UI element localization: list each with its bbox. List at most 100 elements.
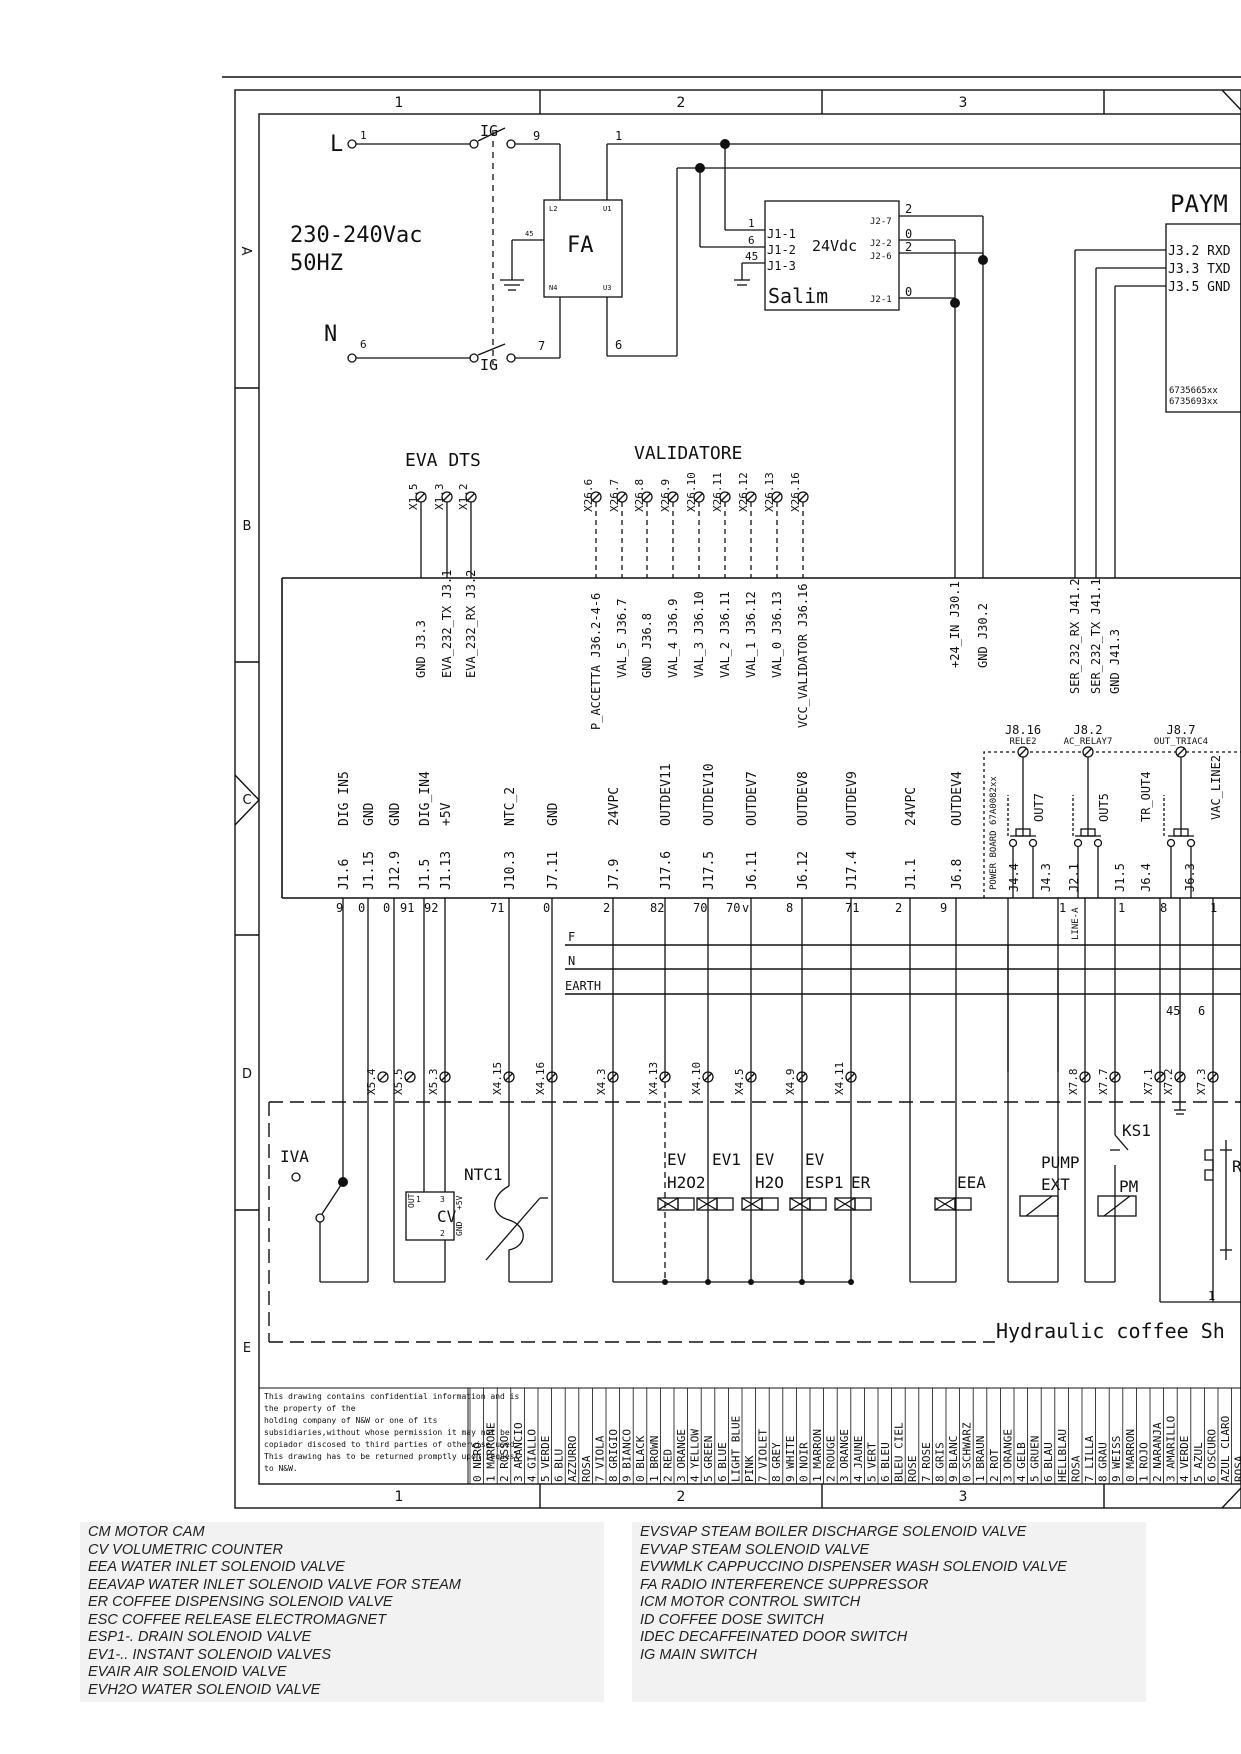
color-code-entry: BLEU CIEL [893,1422,906,1482]
eva-board-pin-label: EVA_232_TX J3.1 [440,570,454,678]
eva-board-pin-label: EVA_232_RX J3.2 [464,570,478,678]
pump-label-1: PUMP [1041,1153,1080,1172]
color-code-entry: 8 GREY [770,1442,783,1482]
psu-wire-in-2: 6 [748,234,755,247]
notice-line: to N&W. [264,1464,298,1473]
ev-sub-2: H2O [755,1173,784,1192]
main-switch-label-bottom: IG [480,356,498,374]
validator-board-pin-label: VAL_5 J36.7 [615,599,629,678]
color-code-entry: 5 VERT [865,1442,878,1482]
board-pin-label: J7.11 [546,851,561,890]
validator-connector-label: X26.11 [711,472,724,512]
power-board-pin-label: J4.4 [1007,863,1021,892]
color-code-entry: 1 ROJO [1137,1442,1150,1482]
ev-sub-1: H2O2 [667,1173,706,1192]
board-signal-label: OUTDEV4 [950,771,965,826]
legend-item: ER COFFEE DISPENSING SOLENOID VALVE [88,1594,393,1610]
solenoid-valve-symbol [789,1197,827,1211]
power-board-pin-label: J6.4 [1139,863,1153,892]
terminal-label: X4.13 [647,1062,660,1095]
ev-label-4: EV [805,1150,825,1169]
color-code-entry: 8 GRAU [1097,1442,1110,1482]
cv-pin-3: 3 [440,1195,445,1204]
validator-connector-label: X26.7 [608,479,621,512]
board-pin-label: J1.6 [337,859,352,890]
terminal-label: X7.7 [1097,1069,1110,1096]
board-signal-label: GND [546,802,561,826]
psu-pin-out-1: J2-7 [870,217,892,227]
board-wire-number: 71 [490,901,504,915]
legend-item: FA RADIO INTERFERENCE SUPPRESSOR [640,1576,929,1593]
ev-sub-3: ESP1 [805,1173,844,1192]
serial-pin-label: SER_232_TX J41.1 [1089,578,1103,694]
board-wire-number: 91 [400,901,414,915]
color-code-entry: 4 GELB [1015,1442,1028,1482]
color-code-entry: 3 AMARILLO [1165,1416,1178,1482]
grid-row-b: B [243,519,252,534]
frequency-label: 50HZ [290,251,343,276]
color-code-entry: 7 LILLA [1083,1435,1096,1482]
board-wire-number: 92 [424,901,438,915]
psu-wire-in-1: 1 [748,217,755,230]
terminal-label: X7.1 [1142,1069,1155,1096]
validator-title: VALIDATORE [634,443,742,464]
terminal-label: X4.9 [784,1069,797,1096]
board-wire-number: 70 [726,901,740,915]
color-code-entry: 4 YELLOW [689,1429,702,1482]
board-signal-label: GND [388,802,403,826]
relay-name-label: AC_RELAY7 [1064,737,1113,747]
psu-wire-out-2: 0 [905,227,912,241]
power-board-pin-label: J2.1 [1067,863,1081,892]
validator-terminal [745,491,757,503]
color-code-entry: 5 GRUEN [1029,1436,1042,1482]
color-code-entry: 7 ROSE [920,1442,933,1482]
notice-line: holding company of N&W or one of its [264,1416,438,1425]
validator-connector-label: X26.13 [763,472,776,512]
relay-id-label: J8.2 [1074,723,1103,737]
terminal-label: X4.11 [833,1062,846,1095]
grid-row-c: C [242,793,251,808]
psu-wire-out-3: 2 [905,240,912,254]
color-code-entry: ROSA [1069,1455,1082,1482]
color-code-entry: PINK [743,1455,756,1482]
legend-item: EVVAP STEAM SOLENOID VALVE [640,1541,870,1558]
solenoid-valve-symbol [934,1197,972,1211]
validator-connector-label: X26.10 [685,472,698,512]
bus-f-label: F [568,930,575,944]
terminal-label: X7.8 [1067,1069,1080,1096]
pump-label-2: EXT [1041,1175,1070,1194]
color-code-entry: 6 BLU [553,1449,566,1482]
color-code-entry: 9 WHITE [784,1436,797,1482]
psu-pin-out-2: J2-2 [870,239,892,249]
board-pin-label: J6.8 [950,859,965,890]
color-code-entry: ROSA [580,1455,593,1482]
color-code-entry: 0 NOIR [797,1442,810,1482]
legend-item: ID COFFEE DOSE SWITCH [640,1611,824,1628]
color-code-entry: 7 VIOLA [593,1435,606,1482]
notice-line: the property of the [264,1404,356,1413]
power-board-wire-number: 8 [1160,901,1167,915]
payment-pin-rxd: J3.2 RXD [1168,244,1231,259]
terminal-label: X7.2 [1162,1069,1175,1096]
ev-label-2: EV1 [712,1150,741,1169]
color-code-entry: 7 VIOLET [757,1429,770,1482]
validator-board-pin-label: P_ACCETTA J36.2-4-6 [589,593,603,730]
psu-pin-out-4: J2-1 [870,295,892,305]
psu-wire-out-4: 0 [905,285,912,299]
terminal-label: X4.15 [491,1062,504,1095]
validator-terminal [693,491,705,503]
color-code-entry: 0 BLACK [634,1435,647,1482]
power-in-pin-label: GND J30.2 [976,603,990,668]
wire-7: 7 [538,339,545,353]
board-pin-label: J17.6 [659,851,674,890]
notice-line: subsidiaries,without whose permission it… [264,1428,510,1437]
solenoid-valve-symbol [834,1197,872,1211]
terminal-label: X4.5 [733,1069,746,1096]
board-pin-label: J1.5 [418,859,433,890]
color-code-entry: 3 ARANCIO [512,1422,525,1482]
validator-board-pin-label: VCC_VALIDATOR J36.16 [796,584,810,729]
terminal-label: X7.3 [1195,1069,1208,1096]
payment-pin-txd: J3.3 TXD [1168,262,1231,277]
